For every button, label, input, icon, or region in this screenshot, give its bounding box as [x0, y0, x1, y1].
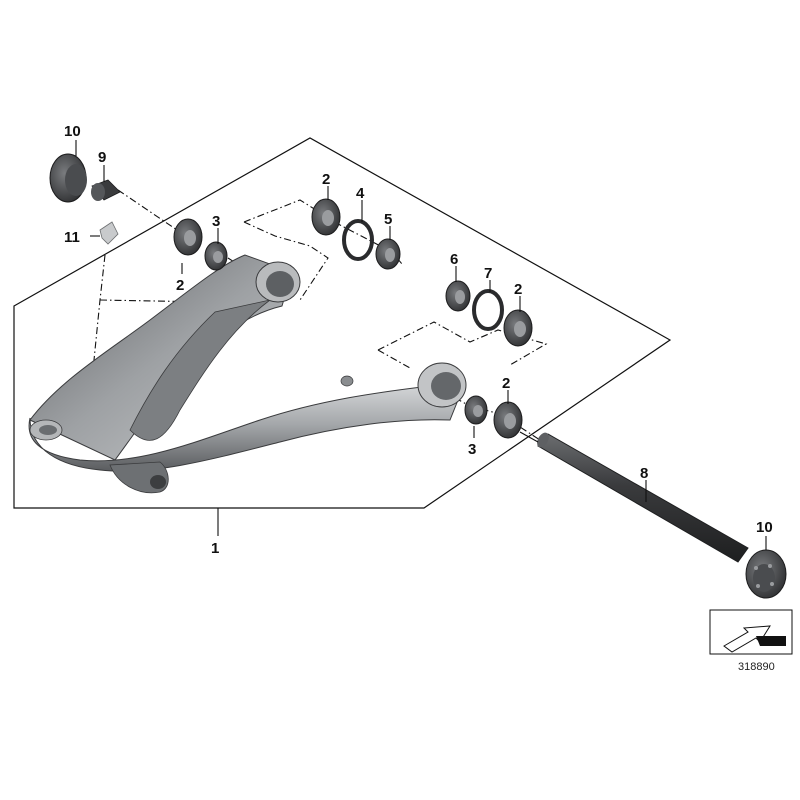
shaft-part: [519, 431, 749, 563]
callout-3-left: 3: [212, 213, 220, 230]
direction-arrow-icon: [723, 625, 771, 653]
bolt-9: [91, 179, 121, 201]
callout-9: 9: [98, 149, 106, 166]
callout-3-lower: 3: [468, 441, 476, 458]
clip-11: [99, 221, 119, 245]
leader-lines: [75, 140, 767, 550]
assembly-frame: [13, 137, 672, 509]
callout-10-top: 10: [64, 123, 81, 140]
callout-2-left: 2: [176, 277, 184, 294]
callout-8: 8: [640, 465, 648, 482]
callout-1: 1: [211, 540, 219, 557]
ring-7: [472, 289, 504, 331]
callout-5: 5: [384, 211, 392, 228]
callout-4: 4: [356, 185, 365, 202]
cap-10-top: [49, 153, 87, 203]
callout-2-upper: 2: [322, 171, 330, 188]
cap-10-bottom: [745, 549, 787, 599]
bushing-rings: [49, 153, 787, 599]
callout-7: 7: [484, 265, 492, 282]
ring-4: [342, 219, 374, 261]
swing-arm-part: [28, 254, 467, 494]
reference-box: 318890: [709, 609, 793, 673]
callout-10-bottom: 10: [756, 519, 773, 536]
callout-6: 6: [450, 251, 458, 268]
reference-number: 318890: [738, 661, 775, 673]
callout-labels: 1 10 9 11 2 3 2 4 5 6 7 2 2 3 8 10: [64, 123, 773, 557]
callout-2-right: 2: [514, 281, 522, 298]
callout-11: 11: [64, 229, 80, 246]
callout-2-lower: 2: [502, 375, 510, 392]
